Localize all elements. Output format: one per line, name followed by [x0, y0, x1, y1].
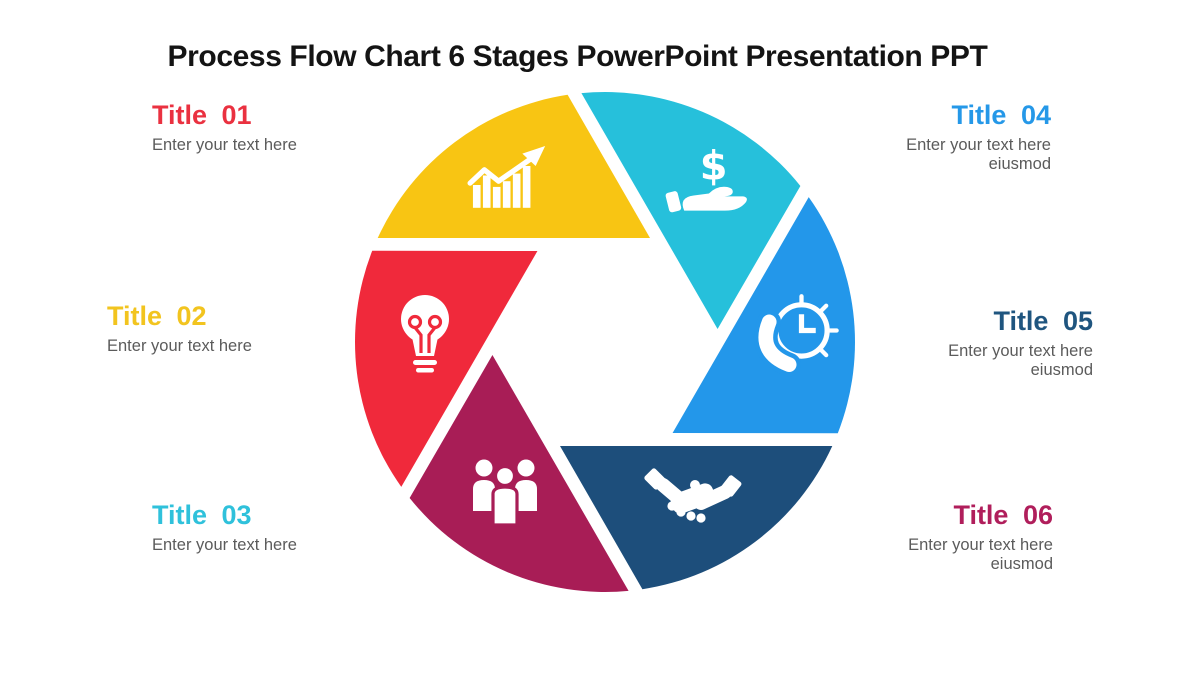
stage-01-body: Enter your text here [152, 136, 297, 155]
growth-chart-icon [467, 146, 546, 208]
stage-04-label: Title 04 Enter your text here eiusmod [791, 101, 1051, 173]
stage-01-label: Title 01 Enter your text here [152, 101, 412, 155]
page-title: Process Flow Chart 6 Stages PowerPoint P… [167, 40, 988, 73]
stage-03-title: Title 03 [152, 500, 252, 530]
stage-03-label: Title 03 Enter your text here [152, 501, 412, 555]
dollar-hand-icon: $ [665, 143, 747, 213]
handshake-icon [644, 468, 742, 523]
team-icon [473, 459, 537, 527]
blade-idea [355, 250, 538, 487]
stage-05-title: Title 05 [993, 306, 1093, 336]
blade-growth [377, 94, 650, 238]
stage-02-body: Enter your text here [107, 337, 252, 356]
stage-02-title: Title 02 [107, 301, 207, 331]
idea-bulb-icon [401, 295, 449, 373]
blade-team [409, 355, 629, 592]
stage-04-body: Enter your text here eiusmod [906, 136, 1051, 173]
phone-clock-icon [753, 294, 839, 377]
svg-text:$: $ [700, 143, 728, 189]
blade-partnership [560, 446, 833, 590]
stage-05-body: Enter your text here eiusmod [948, 342, 1093, 379]
stage-06-label: Title 06 Enter your text here eiusmod [793, 501, 1053, 573]
stage-06-title: Title 06 [953, 500, 1053, 530]
stage-02-label: Title 02 Enter your text here [107, 302, 367, 356]
stage-05-label: Title 05 Enter your text here eiusmod [833, 307, 1093, 379]
stage-03-body: Enter your text here [152, 536, 297, 555]
process-wheel: $ [355, 92, 855, 592]
stage-01-title: Title 01 [152, 100, 252, 130]
stage-04-title: Title 04 [951, 100, 1051, 130]
stage-06-body: Enter your text here eiusmod [908, 536, 1053, 573]
